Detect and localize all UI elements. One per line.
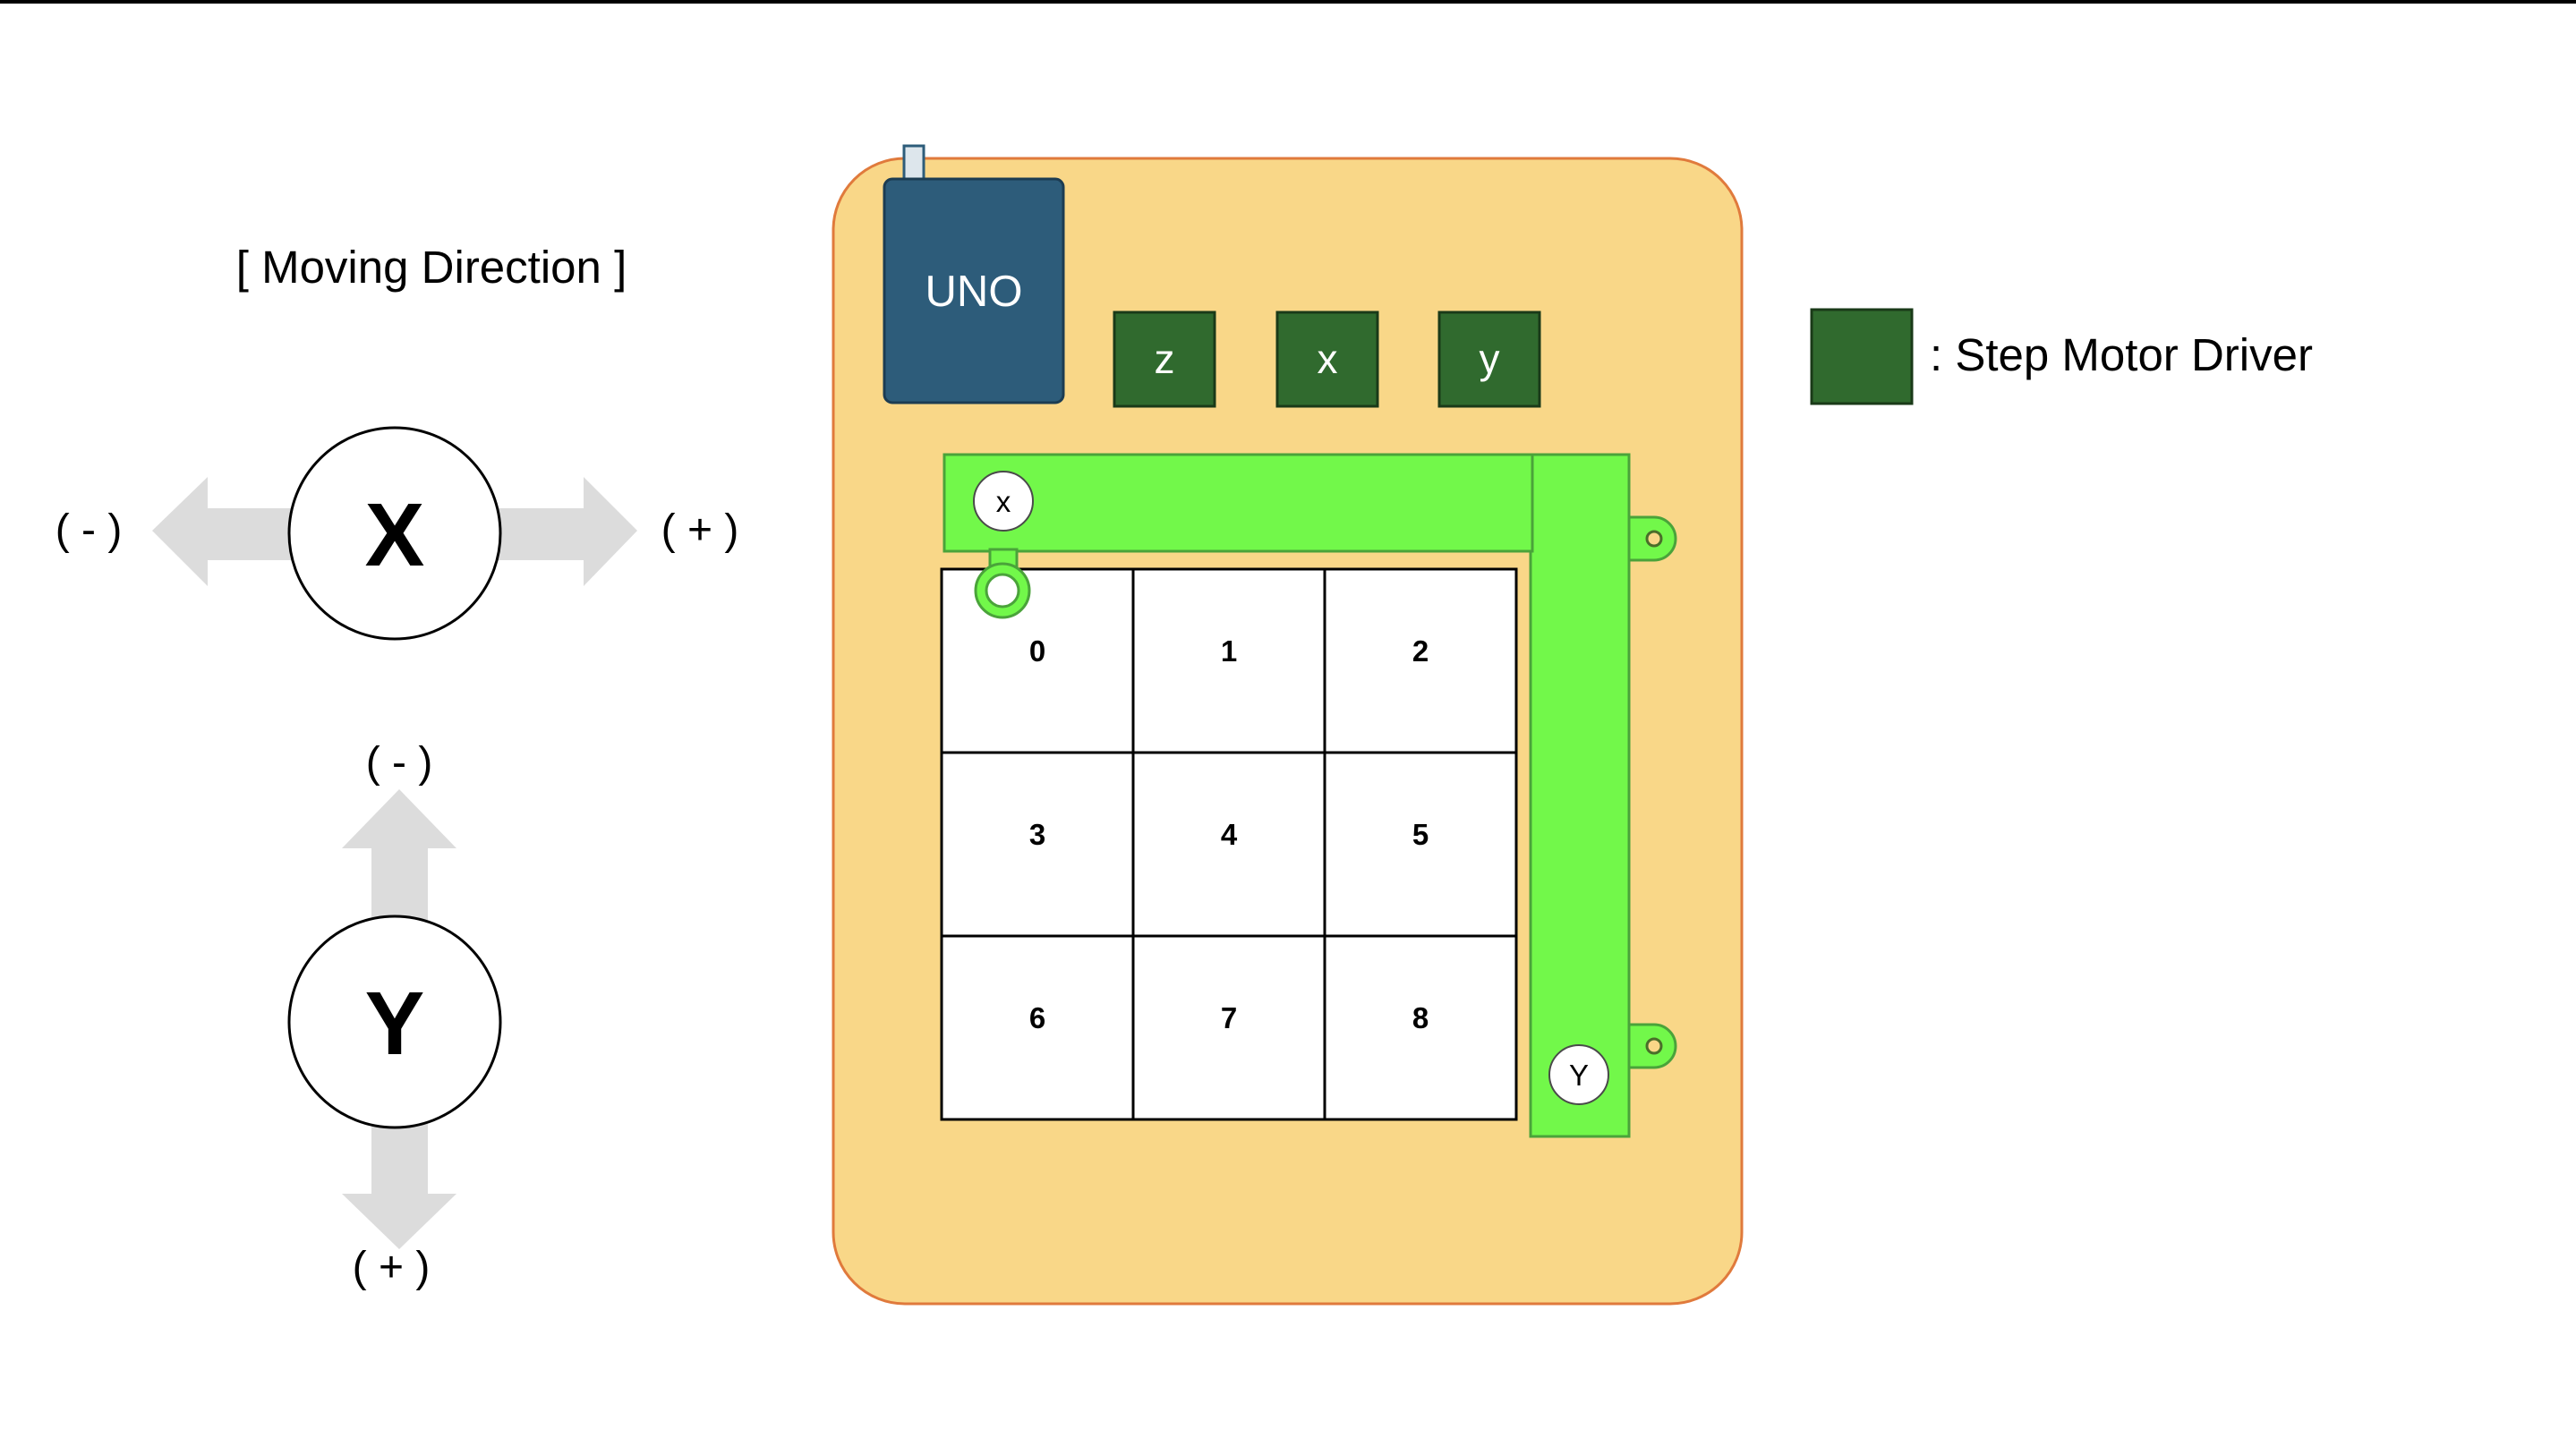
y-rail <box>1529 453 1631 1138</box>
x-rail <box>943 453 1534 553</box>
y-rail-mount-top <box>1625 515 1677 562</box>
driver-z: z <box>1113 311 1216 408</box>
driver-y: y <box>1437 311 1541 408</box>
grid-cell-label: 5 <box>1412 818 1429 851</box>
grid-cell-label: 1 <box>1221 634 1237 668</box>
grid-cell-label: 4 <box>1221 818 1238 851</box>
grid-cell-label: 2 <box>1412 634 1429 668</box>
grid-cell <box>940 934 1135 1121</box>
driver-x-label: x <box>1318 336 1338 382</box>
mount-hole-icon <box>1645 530 1663 548</box>
grid-cell-label: 3 <box>1029 818 1045 851</box>
y-motor-circle <box>1548 1044 1609 1105</box>
x-axis-circle <box>287 426 502 641</box>
grid-cell-label: 6 <box>1029 1001 1045 1034</box>
x-left-arrow-icon <box>152 477 295 586</box>
y-down-arrow-icon <box>342 1123 456 1249</box>
top-border <box>0 0 2576 4</box>
driver-x: x <box>1275 311 1379 408</box>
driver-y-label: y <box>1480 336 1500 382</box>
arduino-uno <box>883 177 1065 404</box>
y-rail-mount-bottom <box>1625 1023 1677 1069</box>
pen-hole-icon <box>985 573 1020 608</box>
x-axis-label: X <box>365 485 425 585</box>
x-motor: x <box>973 471 1034 532</box>
grid-cell <box>940 751 1135 938</box>
x-right-arrow-icon <box>497 477 637 586</box>
driver-z-label: z <box>1155 336 1175 382</box>
grid-cell-label: 8 <box>1412 1001 1429 1034</box>
grid-cell <box>1323 751 1518 938</box>
y-plus-label: ( + ) <box>353 1244 431 1291</box>
x-plus-label: ( + ) <box>661 506 739 554</box>
arduino-label: UNO <box>925 268 1023 316</box>
legend-driver-swatch <box>1810 308 1914 405</box>
y-motor: Y <box>1548 1044 1609 1105</box>
driver-z-box <box>1113 311 1216 408</box>
x-motor-label: x <box>996 485 1011 518</box>
y-minus-label: ( - ) <box>366 739 433 787</box>
board: UNO z x y 0 1 2 3 4 5 6 7 8 <box>832 144 1744 1306</box>
y-up-arrow-icon <box>342 789 456 922</box>
moving-direction-panel: [ Moving Direction ] X ( - ) ( + ) Y ( -… <box>55 242 739 1291</box>
grid-cell <box>940 567 1135 754</box>
driver-x-box <box>1275 311 1379 408</box>
moving-direction-title: [ Moving Direction ] <box>236 242 627 293</box>
legend: : Step Motor Driver <box>1810 308 2313 405</box>
driver-y-box <box>1437 311 1541 408</box>
board-grid: 0 1 2 3 4 5 6 7 8 <box>940 567 1518 1121</box>
x-minus-label: ( - ) <box>55 506 123 554</box>
y-axis-indicator: Y ( - ) ( + ) <box>287 739 502 1291</box>
usb-connector <box>902 144 925 182</box>
y-motor-label: Y <box>1569 1059 1589 1092</box>
grid-cell-label: 7 <box>1221 1001 1237 1034</box>
x-axis-indicator: X ( - ) ( + ) <box>55 426 739 641</box>
y-axis-circle <box>287 915 502 1129</box>
legend-text: : Step Motor Driver <box>1930 329 2313 380</box>
grid-cell-label: 0 <box>1029 634 1045 668</box>
grid-cell <box>1323 934 1518 1121</box>
x-motor-circle <box>973 471 1034 532</box>
y-axis-label: Y <box>365 974 425 1074</box>
mount-hole-icon <box>1645 1037 1663 1055</box>
grid-cell <box>1131 934 1326 1121</box>
